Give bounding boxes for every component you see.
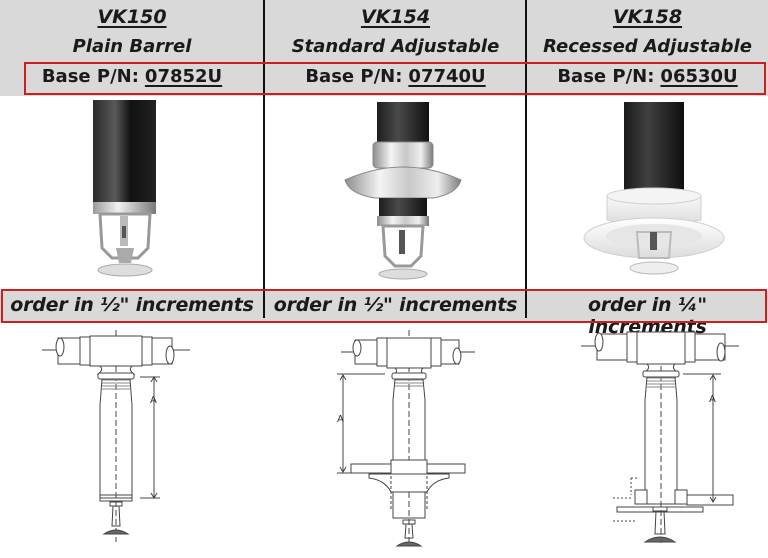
part-number-row: Base P/N:06530U: [527, 66, 768, 87]
sprinkler-photo-standard-adjustable: [344, 102, 462, 280]
column-divider: [263, 0, 265, 318]
sprinkler-photo-plain-barrel: [93, 100, 156, 277]
model-description: Plain Barrel: [72, 36, 192, 57]
product-column-vk150: VK150 Plain Barrel Base P/N:07852U order…: [0, 0, 264, 558]
installation-diagram-plain-barrel: A: [42, 330, 190, 542]
installation-diagram-recessed-adjustable: A: [581, 330, 739, 545]
order-increment-highlight-box: [1, 289, 767, 323]
model-description: Recessed Adjustable: [543, 36, 752, 57]
dimension-label: A: [150, 395, 157, 406]
order-band: [0, 291, 768, 322]
column-divider: [525, 0, 527, 318]
part-number-value: 06530U: [660, 66, 738, 87]
part-number-label: Base P/N:: [557, 66, 655, 87]
part-number-label: Base P/N:: [41, 66, 139, 87]
part-number-row: Base P/N:07740U: [265, 66, 526, 87]
header-band: [0, 0, 768, 96]
part-number-value: 07852U: [144, 66, 223, 87]
model-description: Standard Adjustable: [291, 36, 500, 57]
part-number-label: Base P/N:: [305, 66, 403, 87]
part-number-highlight-box: [24, 62, 766, 95]
sprinkler-photo-recessed-adjustable: [583, 102, 725, 275]
part-number-row: Base P/N:07852U: [0, 66, 264, 87]
model-name: VK158: [612, 6, 683, 28]
dimension-label: A: [337, 414, 344, 425]
model-name: VK150: [97, 6, 167, 28]
part-number-value: 07740U: [408, 66, 486, 87]
product-column-vk154: VK154 Standard Adjustable Base P/N:07740…: [265, 0, 526, 558]
order-increment-note: order in ½" increments: [10, 294, 254, 316]
model-name: VK154: [360, 6, 431, 28]
installation-diagram-standard-adjustable: A: [337, 330, 475, 547]
dimension-label: A: [709, 394, 716, 405]
order-increment-note: order in ½" increments: [273, 294, 518, 316]
